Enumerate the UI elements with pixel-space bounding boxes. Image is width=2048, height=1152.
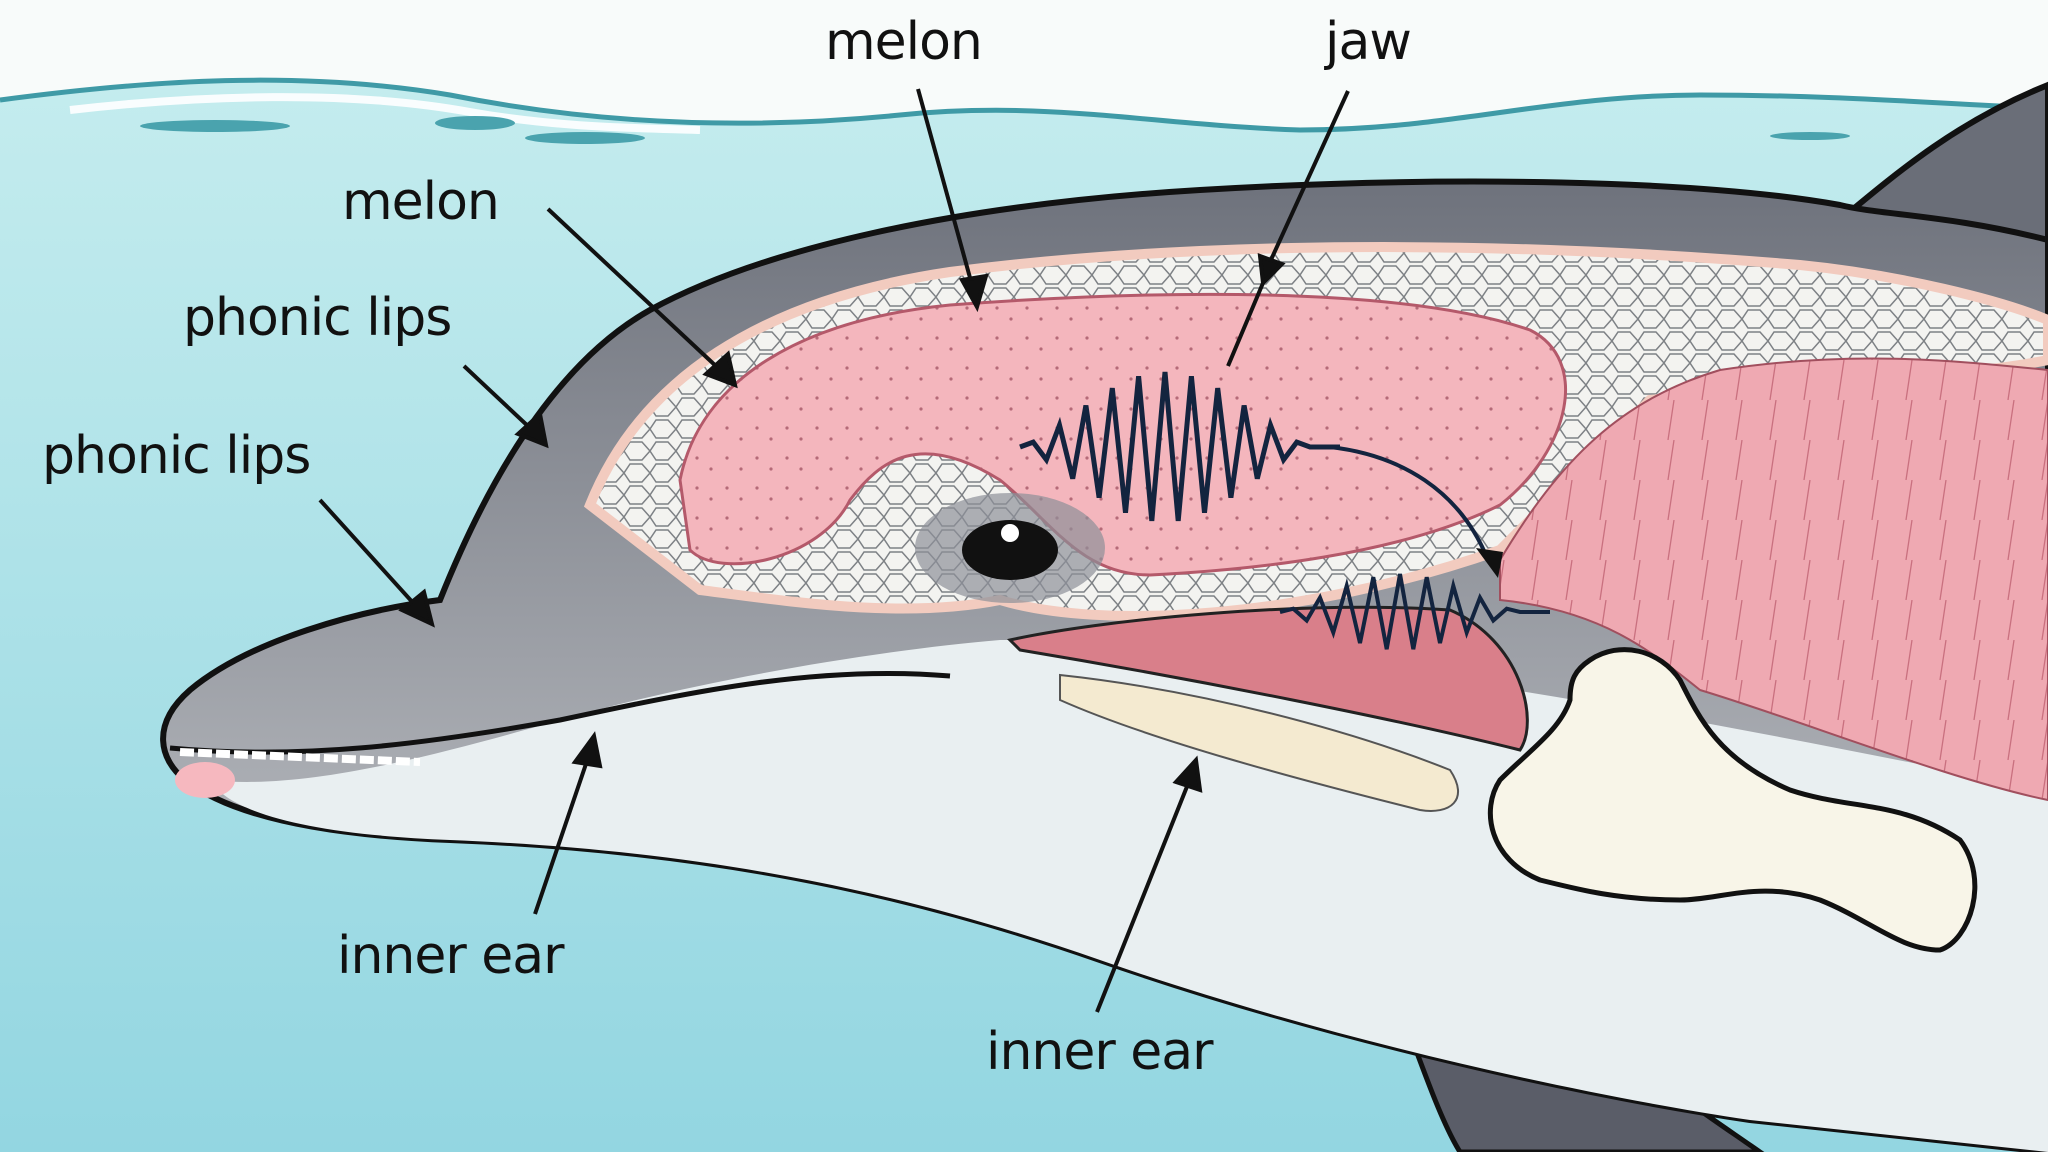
- wave-ripple: [435, 116, 515, 130]
- melon: [678, 292, 1567, 577]
- label-phonic-lips-upper: phonic lips: [183, 288, 452, 348]
- arrowhead: [571, 731, 603, 769]
- arrowhead: [958, 273, 989, 313]
- arrow-phonic-lips-upper: [462, 364, 532, 430]
- arrow-inner-ear-right: [1095, 783, 1190, 1013]
- sound-path-arrow: [1329, 445, 1490, 561]
- arrow-phonic-lips-lower: [318, 498, 417, 607]
- label-inner-ear-right: inner ear: [986, 1022, 1213, 1082]
- label-phonic-lips-lower: phonic lips: [42, 426, 311, 486]
- arrowhead: [1172, 755, 1203, 793]
- arrow-melon-top: [916, 88, 974, 286]
- arrow-jaw-tail: [1226, 282, 1265, 367]
- lower-lip: [175, 762, 235, 798]
- wave-ripple: [140, 120, 290, 132]
- arrowhead: [1257, 253, 1286, 288]
- arrowhead: [702, 350, 738, 389]
- eye: [962, 520, 1058, 580]
- wave-line: [0, 77, 2048, 133]
- arrowhead: [514, 410, 549, 449]
- sound-wave-outgoing: [1019, 371, 1340, 522]
- wave-ripple: [525, 132, 645, 144]
- label-jaw: jaw: [1325, 12, 1412, 72]
- sound-wave-received: [1279, 573, 1550, 650]
- wave-ripple: [1770, 132, 1850, 140]
- arrow-melon-left: [546, 207, 720, 370]
- leader-arrows: [318, 88, 1350, 1013]
- mouth-line: [169, 670, 951, 755]
- arrow-inner-ear-left: [533, 757, 590, 915]
- arrowhead: [398, 588, 435, 628]
- nasal-passage: [1007, 605, 1529, 752]
- label-inner-ear-left: inner ear: [337, 926, 564, 986]
- teeth: [179, 748, 421, 766]
- sound-path-arrowhead: [1476, 548, 1503, 578]
- label-melon-left: melon: [342, 172, 500, 232]
- label-melon-top: melon: [825, 12, 983, 72]
- arrow-jaw: [1268, 90, 1350, 263]
- bone: [1487, 647, 1978, 953]
- jaw-fat: [1059, 673, 1460, 812]
- wave-foam: [69, 93, 701, 134]
- eye-highlight: [1001, 524, 1019, 542]
